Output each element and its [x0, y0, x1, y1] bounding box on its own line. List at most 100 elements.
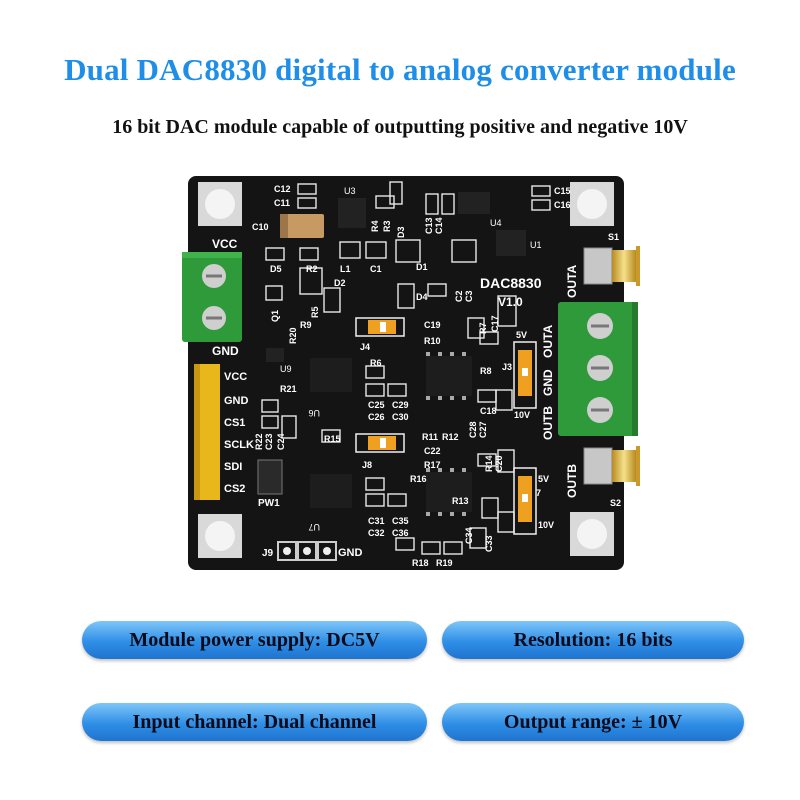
- c13-label: C13: [424, 217, 434, 234]
- c36-label: C36: [392, 528, 409, 538]
- c33-label: C33: [484, 535, 494, 552]
- r21-label: R21: [280, 384, 297, 394]
- r7-label: R7: [478, 322, 488, 334]
- r15-label: R15: [324, 434, 341, 444]
- j3-5v-label: 5V: [516, 330, 527, 340]
- c27-label: C27: [478, 421, 488, 438]
- c29-label: C29: [392, 400, 409, 410]
- c1-label: C1: [370, 264, 382, 274]
- chip-dac-b: [426, 472, 472, 512]
- r20-label: R20: [288, 327, 298, 344]
- u9-label: U9: [280, 364, 292, 374]
- mounting-hole-icon: [570, 512, 614, 556]
- c2-label: C2: [454, 290, 464, 302]
- pin-label-sdi: SDI: [224, 461, 242, 473]
- c22-label: C22: [424, 446, 441, 456]
- c26-label: C26: [368, 412, 385, 422]
- j9-gnd-label: GND: [338, 547, 363, 559]
- c17-label: C17: [490, 315, 500, 332]
- pcb-substrate: [188, 176, 624, 570]
- board-version-label: V1.0: [498, 295, 523, 309]
- spec-power-supply-text: Module power supply: DC5V: [129, 628, 380, 651]
- pin-label-cs2: CS2: [224, 483, 245, 495]
- terminal-label-outb: OUTB: [541, 406, 555, 440]
- dac-module-photo: VCC GND VCC GND CS1 SCLK SDI CS2 PW1 J9 …: [180, 172, 640, 580]
- terminal-label-outa: OUTA: [541, 325, 555, 358]
- r11-label: R11: [422, 432, 438, 442]
- c24-label: C24: [276, 433, 286, 450]
- mounting-hole-icon: [198, 182, 242, 226]
- pcb-board: VCC GND VCC GND CS1 SCLK SDI CS2 PW1 J9 …: [182, 176, 640, 570]
- c18-label: C18: [480, 406, 497, 416]
- d2-label: D2: [334, 278, 346, 288]
- pw1-label: PW1: [258, 498, 280, 509]
- page-title: Dual DAC8830 digital to analog converter…: [64, 52, 736, 87]
- outb-sma-label: OUTB: [565, 464, 579, 498]
- r19-label: R19: [436, 558, 453, 568]
- r8-label: R8: [480, 366, 492, 376]
- r5-label: R5: [310, 306, 320, 318]
- pin-label-cs1: CS1: [224, 417, 245, 429]
- j4-label: J4: [360, 342, 370, 352]
- sma-connector-outb[interactable]: [583, 446, 640, 486]
- sma-connector-outa[interactable]: [583, 246, 640, 286]
- jumper-j7-range[interactable]: [513, 467, 537, 535]
- chip-u3: [338, 198, 366, 228]
- c31-label: C31: [368, 516, 385, 526]
- c30-label: C30: [392, 412, 409, 422]
- d1-label: D1: [416, 262, 428, 272]
- r17-label: R17: [424, 460, 441, 470]
- j8-label: J8: [362, 460, 372, 470]
- chip-u7: [310, 474, 352, 508]
- u4-label: U4: [490, 218, 502, 228]
- u6-label: U6: [308, 408, 320, 418]
- r18-label: R18: [412, 558, 429, 568]
- chip-u6: [310, 358, 352, 392]
- pin-label-gnd: GND: [224, 395, 249, 407]
- r13-label: R13: [452, 496, 469, 506]
- j9-header[interactable]: [277, 541, 337, 561]
- chip-u1: [496, 230, 526, 256]
- pin-label-sclk: SCLK: [224, 439, 254, 451]
- pin-header[interactable]: [194, 364, 220, 500]
- board-name-label: DAC8830: [480, 275, 542, 291]
- jumper-j3-range[interactable]: [513, 341, 537, 409]
- s1-label: S1: [608, 232, 619, 242]
- spec-output-range: Output range: ± 10V: [442, 703, 744, 741]
- c32-label: C32: [368, 528, 385, 538]
- c28-label: C28: [468, 421, 478, 438]
- jumper-j4[interactable]: [355, 317, 405, 337]
- output-screw-terminal[interactable]: [558, 302, 638, 436]
- power-screw-terminal[interactable]: [182, 252, 242, 342]
- c23-label: C23: [264, 433, 274, 450]
- spec-resolution: Resolution: 16 bits: [442, 621, 744, 659]
- r14-label: R14: [484, 455, 494, 472]
- r16-label: R16: [410, 474, 427, 484]
- r9-label: R9: [300, 320, 312, 330]
- u1-label: U1: [530, 240, 542, 250]
- pin-label-vcc: VCC: [224, 371, 247, 383]
- pw1-pads: [257, 459, 283, 495]
- chip-u9: [266, 348, 284, 362]
- d3-label: D3: [396, 226, 406, 238]
- spec-power-supply: Module power supply: DC5V: [82, 621, 427, 659]
- c34-label: C34: [464, 527, 474, 544]
- mounting-hole-icon: [198, 514, 242, 558]
- j3-label: J3: [502, 362, 512, 372]
- c3-label: C3: [464, 290, 474, 302]
- jumper-j8[interactable]: [355, 433, 405, 453]
- j9-label: J9: [262, 548, 274, 559]
- spec-output-range-text: Output range: ± 10V: [503, 710, 683, 733]
- chip-dac-a: [426, 356, 472, 396]
- c10-label: C10: [252, 222, 269, 232]
- terminal-label-gnd: GND: [541, 369, 555, 396]
- spec-input-channel-text: Input channel: Dual channel: [132, 710, 377, 733]
- spec-resolution-text: Resolution: 16 bits: [513, 628, 673, 651]
- l1-label: L1: [340, 264, 351, 274]
- c15-label: C15: [554, 186, 571, 196]
- d4-label: D4: [416, 292, 428, 302]
- r6-label: R6: [370, 358, 382, 368]
- j7-5v-label: 5V: [538, 474, 549, 484]
- r4-label: R4: [370, 220, 380, 232]
- r2-label: R2: [306, 264, 318, 274]
